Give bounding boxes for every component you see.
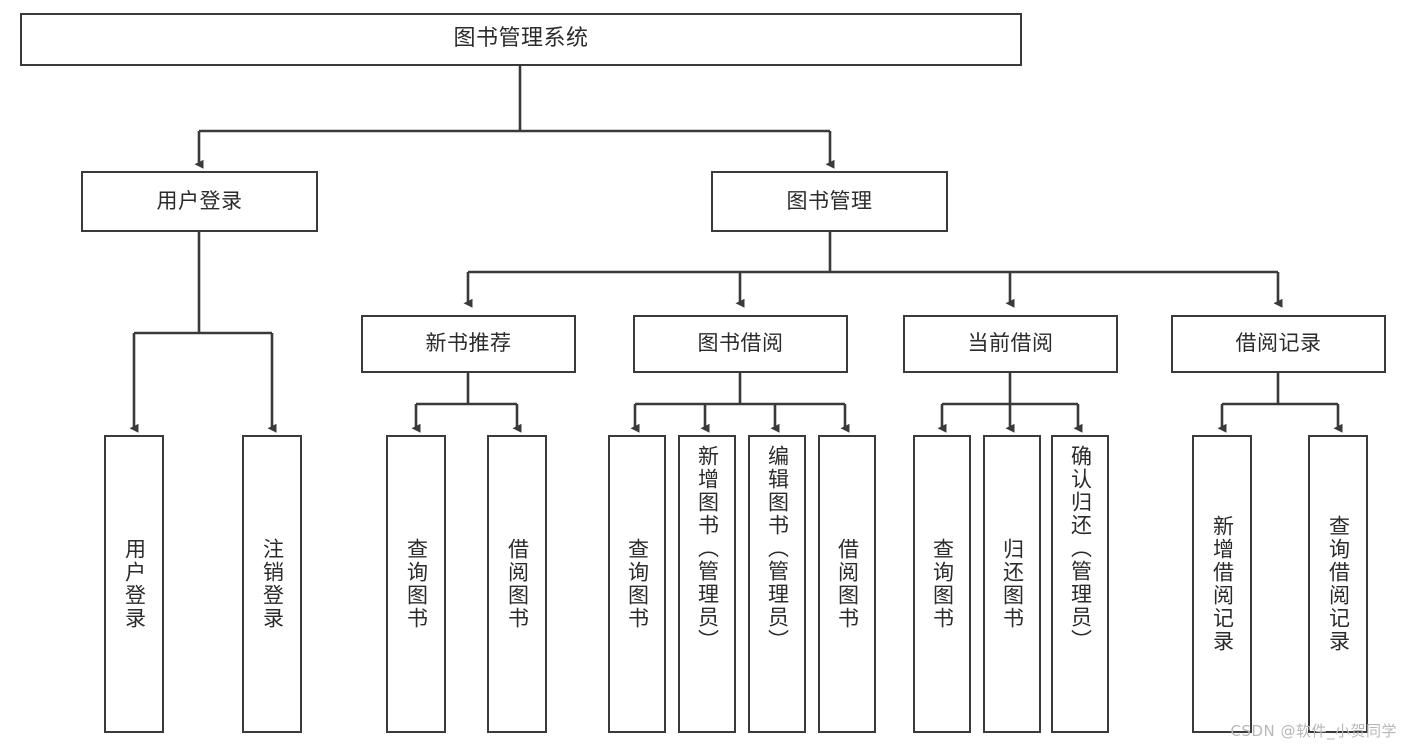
leaf-borrowrecord-query-record[interactable]: 查询借阅记录 xyxy=(1308,435,1368,733)
node-user-login[interactable]: 用户登录 xyxy=(81,171,318,232)
leaf-newbook-borrow-book[interactable]: 借阅图书 xyxy=(487,435,547,733)
leaf-newbook-query-book-label: 查询图书 xyxy=(404,538,429,630)
leaf-currentborrow-confirm-return[interactable]: 确认归还（管理员） xyxy=(1051,435,1109,733)
node-book-management-label: 图书管理 xyxy=(786,188,873,213)
leaf-logout[interactable]: 注销登录 xyxy=(242,435,302,733)
leaf-bookborrow-query-book-label: 查询图书 xyxy=(625,538,650,630)
node-new-book-recommend[interactable]: 新书推荐 xyxy=(361,315,576,373)
node-current-borrow-label: 当前借阅 xyxy=(967,331,1054,356)
leaf-currentborrow-return-book[interactable]: 归还图书 xyxy=(983,435,1041,733)
node-user-login-label: 用户登录 xyxy=(156,188,243,213)
leaf-bookborrow-add-book-label: 新增图书（管理员） xyxy=(695,445,720,652)
leaf-bookborrow-query-book[interactable]: 查询图书 xyxy=(608,435,666,733)
leaf-newbook-borrow-book-label: 借阅图书 xyxy=(505,538,530,630)
leaf-borrowrecord-add-record[interactable]: 新增借阅记录 xyxy=(1192,435,1252,733)
node-borrow-record-label: 借阅记录 xyxy=(1235,331,1322,356)
csdn-watermark: CSDN @软件_小贺同学 xyxy=(1230,722,1397,740)
leaf-currentborrow-return-book-label: 归还图书 xyxy=(1000,538,1025,630)
leaf-borrowrecord-add-record-label: 新增借阅记录 xyxy=(1210,515,1235,653)
leaf-bookborrow-borrow-book-label: 借阅图书 xyxy=(835,538,860,630)
node-book-management[interactable]: 图书管理 xyxy=(711,171,948,232)
leaf-currentborrow-query-book-label: 查询图书 xyxy=(930,538,955,630)
leaf-bookborrow-edit-book-label: 编辑图书（管理员） xyxy=(765,445,790,652)
node-current-borrow[interactable]: 当前借阅 xyxy=(903,315,1118,373)
leaf-user-login[interactable]: 用户登录 xyxy=(104,435,164,733)
leaf-currentborrow-query-book[interactable]: 查询图书 xyxy=(913,435,971,733)
node-root-system[interactable]: 图书管理系统 xyxy=(20,13,1022,66)
leaf-bookborrow-edit-book[interactable]: 编辑图书（管理员） xyxy=(748,435,806,733)
node-new-book-recommend-label: 新书推荐 xyxy=(425,331,512,356)
node-book-borrow-label: 图书借阅 xyxy=(697,331,784,356)
leaf-logout-label: 注销登录 xyxy=(260,538,285,630)
node-book-borrow[interactable]: 图书借阅 xyxy=(633,315,848,373)
leaf-bookborrow-add-book[interactable]: 新增图书（管理员） xyxy=(678,435,736,733)
leaf-newbook-query-book[interactable]: 查询图书 xyxy=(386,435,446,733)
node-borrow-record[interactable]: 借阅记录 xyxy=(1171,315,1386,373)
leaf-bookborrow-borrow-book[interactable]: 借阅图书 xyxy=(818,435,876,733)
leaf-user-login-label: 用户登录 xyxy=(122,538,147,630)
leaf-borrowrecord-query-record-label: 查询借阅记录 xyxy=(1326,515,1351,653)
node-root-system-label: 图书管理系统 xyxy=(453,26,589,52)
leaf-currentborrow-confirm-return-label: 确认归还（管理员） xyxy=(1068,445,1093,652)
